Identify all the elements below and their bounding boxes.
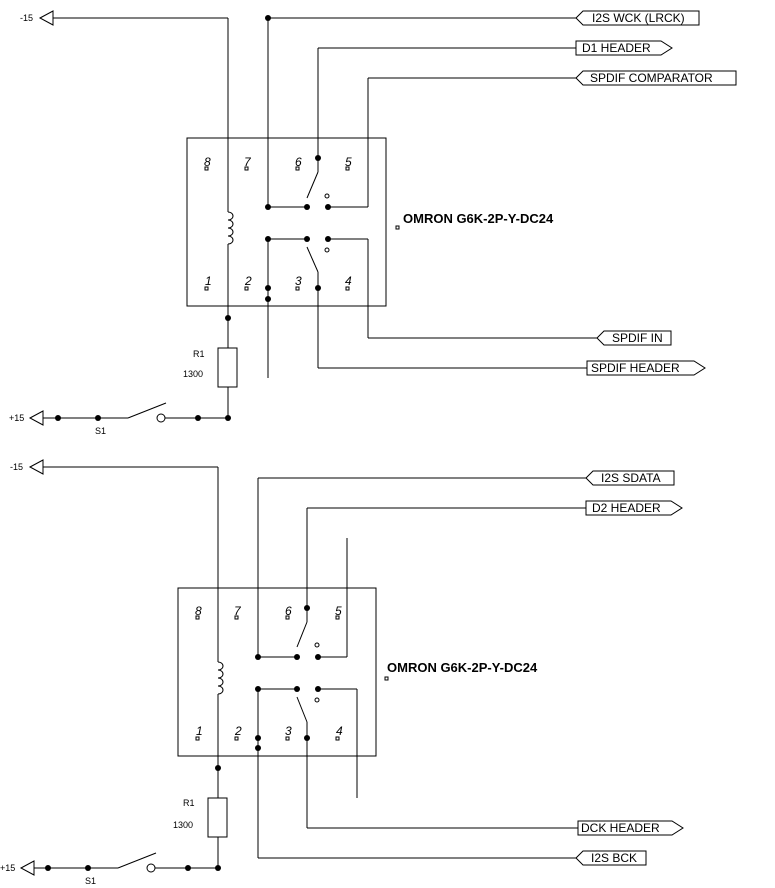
svg-text:DCK HEADER: DCK HEADER	[581, 821, 660, 835]
net-flag-dck-header: DCK HEADER	[577, 820, 684, 836]
pin-numbers-1: 8 7 6 5 1 2 3 4	[204, 155, 352, 291]
resistor-1	[217, 347, 238, 388]
pin-8-label: 8	[204, 155, 211, 169]
pin-6-label: 6	[285, 604, 292, 618]
pin-numbers-2: 8 7 6 5 1 2 3 4	[195, 604, 343, 741]
pin-5-label: 5	[335, 604, 342, 618]
minus-15-label-2: -15	[10, 462, 23, 472]
relay-coil-1-icon	[227, 211, 234, 245]
net-flag-i2s-wck: I2S WCK (LRCK)	[575, 10, 700, 26]
switch-contact-upper-2	[296, 621, 308, 648]
net-flag-spdif-in: SPDIF IN	[596, 330, 672, 346]
plus-15-label-1: +15	[9, 413, 24, 423]
switch-s1-1-icon	[127, 402, 167, 419]
plus-15-supply-2-arrow	[19, 860, 35, 876]
circuit-1: -15 OMRON G6K-2P-Y-DC24 8 7 6 5 1 2 3 4	[9, 10, 737, 436]
switch-contact-lower-2	[296, 696, 308, 723]
switch-ref-2: S1	[85, 876, 96, 886]
minus-15-supply-2-arrow	[28, 459, 44, 475]
switch-ref-1: S1	[95, 426, 106, 436]
svg-text:I2S BCK: I2S BCK	[591, 851, 637, 865]
pin-2-label: 2	[244, 274, 252, 288]
pin-4-label: 4	[345, 274, 352, 288]
net-flag-i2s-bck: I2S BCK	[575, 850, 647, 866]
resistor-ref-2: R1	[183, 798, 195, 808]
pin-7-label: 7	[234, 604, 242, 618]
pin-8-label: 8	[195, 604, 202, 618]
net-flag-spdif-header: SPDIF HEADER	[586, 360, 706, 376]
svg-text:I2S WCK (LRCK): I2S WCK (LRCK)	[592, 11, 685, 25]
resistor-value-1: 1300	[183, 369, 203, 379]
pin-6-label: 6	[295, 155, 302, 169]
plus-15-label-2: +15	[0, 863, 15, 873]
relay-body-1	[186, 137, 387, 307]
resistor-value-2: 1300	[173, 820, 193, 830]
svg-text:SPDIF HEADER: SPDIF HEADER	[591, 361, 680, 375]
relay-part-label-2: OMRON G6K-2P-Y-DC24	[387, 660, 538, 675]
resistor-ref-1: R1	[193, 349, 205, 359]
switch-contact-lower-1	[306, 246, 319, 273]
plus-15-supply-1-arrow	[28, 410, 44, 426]
net-flag-d1-header: D1 HEADER	[575, 40, 673, 56]
pin-5-label: 5	[345, 155, 352, 169]
switch-s1-2-icon	[117, 852, 157, 869]
pin-7-label: 7	[244, 155, 252, 169]
svg-text:I2S SDATA: I2S SDATA	[601, 471, 661, 485]
relay-body-2	[177, 587, 377, 757]
relay-part-label-1: OMRON G6K-2P-Y-DC24	[403, 211, 554, 226]
switch-contact-upper-1	[306, 171, 319, 199]
relay-coil-2-icon	[217, 661, 224, 695]
pin-1-label: 1	[205, 274, 212, 288]
pin-3-label: 3	[285, 724, 292, 738]
net-flag-i2s-sdata: I2S SDATA	[585, 470, 675, 486]
svg-text:SPDIF COMPARATOR: SPDIF COMPARATOR	[590, 71, 713, 85]
pin-2-label: 2	[234, 724, 242, 738]
svg-text:D2 HEADER: D2 HEADER	[592, 501, 661, 515]
svg-text:D1 HEADER: D1 HEADER	[582, 41, 651, 55]
circuit-2: -15 OMRON G6K-2P-Y-DC24 8 7 6 5 1 2 3 4	[0, 459, 684, 886]
pin-4-label: 4	[336, 724, 343, 738]
minus-15-supply-1-arrow	[38, 10, 54, 26]
pin-3-label: 3	[295, 274, 302, 288]
svg-text:SPDIF IN: SPDIF IN	[612, 331, 663, 345]
pin-1-label: 1	[196, 724, 203, 738]
net-flag-d2-header: D2 HEADER	[585, 500, 683, 516]
minus-15-label-1: -15	[20, 13, 33, 23]
net-flag-spdif-comparator: SPDIF COMPARATOR	[575, 70, 737, 86]
resistor-2	[207, 797, 228, 838]
